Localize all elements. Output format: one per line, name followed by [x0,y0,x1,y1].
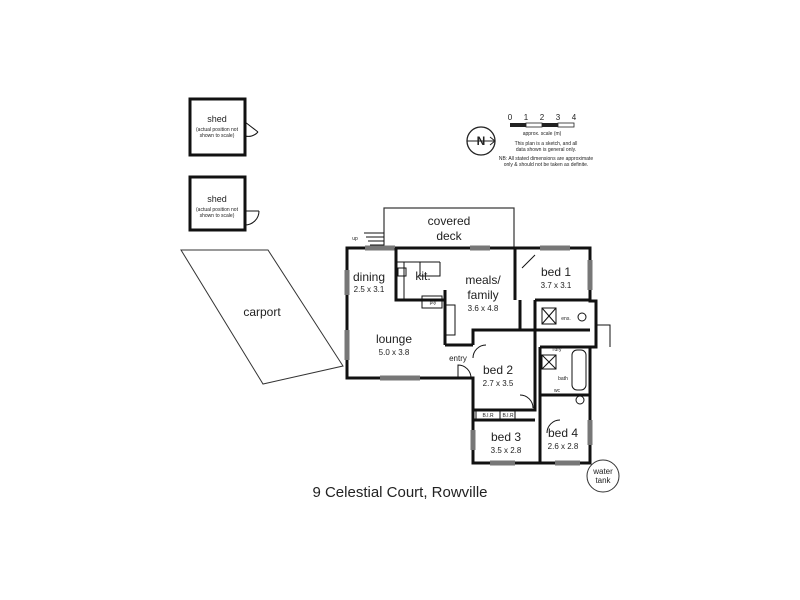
meals-label-1: meals/ [465,273,501,287]
bath-label: bath [558,376,568,382]
ensuite-label: ens. [561,316,570,322]
svg-text:covered: covered [428,214,471,228]
north-arrow-icon: N [466,126,496,156]
lounge-label: lounge [376,332,412,346]
disclaimer-3: NB: All stated dimensions are approximat… [499,156,593,162]
covered-deck: covered deck up [352,207,515,249]
svg-text:1: 1 [524,113,529,122]
svg-text:2: 2 [540,113,545,122]
robe-2-label: B.I.R [502,413,514,419]
svg-text:(actual position not: (actual position not [196,207,239,213]
shed-2: shed (actual position not shown to scale… [188,175,260,232]
svg-text:0: 0 [508,113,513,122]
disclaimer-2: data shown is general only. [516,147,576,153]
svg-text:shed: shed [207,194,227,204]
robe-1-label: B.I.R [482,413,494,419]
pantry-label: pty [430,300,437,306]
svg-text:N: N [477,134,486,148]
bed4-label: bed 4 [548,426,578,440]
bed2-dims: 2.7 x 3.5 [483,379,514,388]
bed4-dims: 2.6 x 2.8 [548,442,579,451]
svg-text:shown to scale): shown to scale) [200,133,235,139]
svg-text:shown to scale): shown to scale) [200,213,235,219]
svg-text:tank: tank [595,476,611,485]
meals-dims: 3.6 x 4.8 [468,304,499,313]
property-address: 9 Celestial Court, Rowville [312,484,488,501]
dining-label: dining [353,270,385,284]
svg-text:shed: shed [207,114,227,124]
bed2-label: bed 2 [483,363,513,377]
laundry-label: l'dry [552,347,562,353]
legend: N 0 1 2 3 4 approx. scale (m) This plan … [466,113,593,168]
entry-label: entry [449,354,467,363]
shed-1: shed (actual position not shown to scale… [188,97,259,157]
carport: carport [180,249,344,385]
room-labels: dining 2.5 x 3.1 kit. meals/ family 3.6 … [353,265,579,455]
svg-text:3: 3 [556,113,561,122]
disclaimer-1: This plan is a sketch, and all [515,141,578,147]
svg-text:(actual position not: (actual position not [196,127,239,133]
scale-bar: 0 1 2 3 4 approx. scale (m) [508,113,577,137]
dining-dims: 2.5 x 3.1 [354,285,385,294]
bed3-label: bed 3 [491,430,521,444]
wc-label: wc [554,388,561,394]
svg-text:water: water [592,467,613,476]
svg-text:carport: carport [243,305,281,319]
svg-text:deck: deck [436,229,462,243]
water-tank: water tank [586,459,620,493]
disclaimer-4: only & should not be taken as definite. [504,162,589,168]
meals-label-2: family [467,288,498,302]
svg-text:approx. scale (m): approx. scale (m) [523,131,562,137]
interior-walls [394,248,590,463]
bed3-dims: 3.5 x 2.8 [491,446,522,455]
step-up-label: up [352,236,358,242]
lounge-dims: 5.0 x 3.8 [379,348,410,357]
house-outline [344,245,598,466]
bed1-label: bed 1 [541,265,571,279]
svg-text:4: 4 [572,113,577,122]
kitchen-label: kit. [415,269,430,283]
bed1-dims: 3.7 x 3.1 [541,281,572,290]
